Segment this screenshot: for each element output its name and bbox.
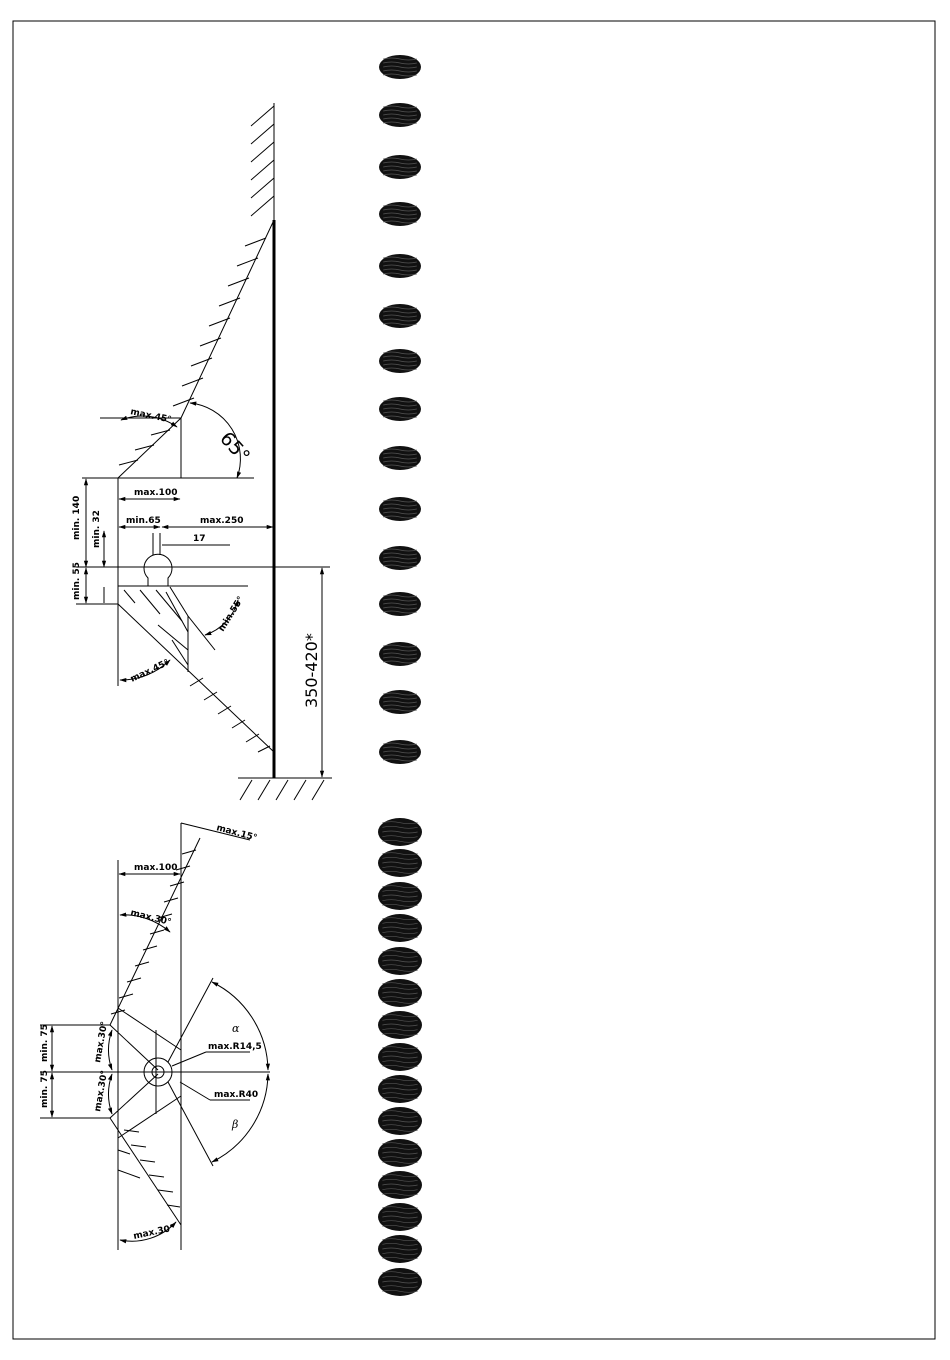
angle-65-label: 65° — [215, 428, 254, 468]
min32-label: min. 32 — [92, 510, 102, 548]
min140-label: min. 140 — [72, 496, 82, 540]
min75-upper-label: min. 75 — [40, 1024, 50, 1062]
bottom-diagram: max.15° max.100 max.30° — [40, 823, 270, 1250]
beta-label: β — [231, 1118, 238, 1131]
height-range-label: 350-420* — [302, 633, 321, 708]
page-border — [13, 21, 935, 1339]
min55-left-label: min. 55 — [72, 562, 82, 600]
alpha-label: α — [232, 1022, 240, 1035]
upper-wall-hatching — [251, 106, 274, 216]
max-r14-label: max.R14,5 — [208, 1042, 262, 1052]
max100-bottom-label: max.100 — [134, 863, 177, 873]
max-r40-label: max.R40 — [214, 1090, 258, 1100]
max45-bottom-label: max.45° — [129, 658, 171, 685]
max30-upper-label: max.30° — [129, 908, 172, 928]
min55-angle-label: min.55° — [217, 595, 246, 634]
binding-hole-profile — [144, 554, 172, 586]
bottom-lower-hatching — [118, 1130, 180, 1207]
max250-label: max.250 — [200, 516, 243, 526]
max45-top-label: max.45° — [129, 407, 172, 425]
spine-holes — [378, 55, 422, 1296]
slope-hatching — [119, 238, 266, 465]
dim17-label: 17 — [193, 534, 206, 544]
max30-side-upper-label: max.30° — [93, 1021, 110, 1064]
top-diagram: 65° max.45° max.100 min. 140 min. 32 min… — [72, 103, 332, 800]
min65-label: min.65 — [126, 516, 161, 526]
ground-hatching — [240, 780, 324, 800]
max30-side-lower-label: max.30° — [93, 1070, 110, 1113]
max30-lower-label: max.30° — [133, 1223, 176, 1241]
max100-top-label: max.100 — [134, 488, 177, 498]
max15-label: max.15° — [215, 823, 258, 843]
min75-lower-label: min. 75 — [40, 1070, 50, 1108]
bottom-upper-hatching — [111, 850, 196, 1014]
